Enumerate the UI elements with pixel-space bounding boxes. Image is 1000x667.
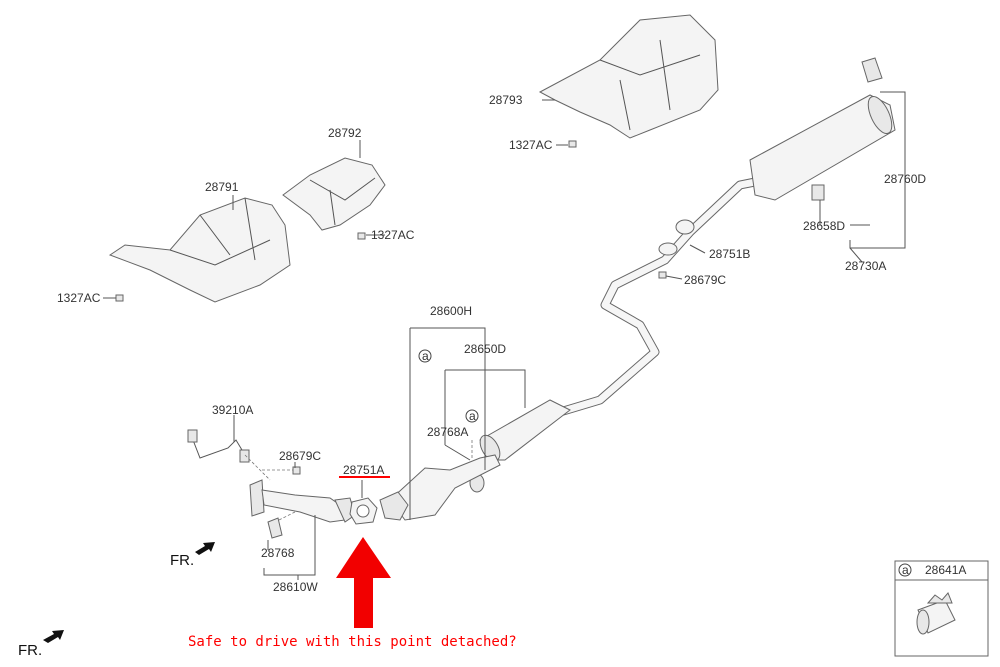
label-28600h: 28600H bbox=[430, 304, 472, 318]
heat-shield-center bbox=[282, 157, 386, 231]
rear-muffler bbox=[749, 57, 896, 201]
label-28650d: 28650D bbox=[464, 342, 506, 356]
label-28751b: 28751B bbox=[709, 247, 750, 261]
label-28760d: 28760D bbox=[884, 172, 926, 186]
label-1327ac-front: 1327AC bbox=[57, 291, 101, 305]
ref-marker-a-2: a bbox=[469, 409, 476, 423]
label-1327ac-rear: 1327AC bbox=[509, 138, 553, 152]
catalytic-converter bbox=[379, 454, 501, 521]
label-28679c-front: 28679C bbox=[279, 449, 321, 463]
exhaust-pipe bbox=[495, 175, 770, 460]
leader-lines bbox=[103, 91, 906, 580]
heat-shield-rear bbox=[538, 14, 719, 139]
gasket-rear bbox=[658, 219, 695, 256]
label-28768: 28768 bbox=[261, 546, 295, 560]
label-28679c-mid: 28679C bbox=[684, 273, 726, 287]
label-28658d: 28658D bbox=[803, 219, 845, 233]
label-28751a: 28751A bbox=[343, 463, 384, 477]
heat-shield-front bbox=[108, 197, 291, 303]
label-28768a: 28768A bbox=[427, 425, 468, 439]
label-28792: 28792 bbox=[328, 126, 362, 140]
label-28730a: 28730A bbox=[845, 259, 886, 273]
label-28793: 28793 bbox=[489, 93, 523, 107]
question-annotation: Safe to drive with this point detached? bbox=[188, 634, 517, 650]
label-1327ac-center: 1327AC bbox=[371, 228, 415, 242]
front-indicator-2: FR. bbox=[18, 642, 42, 659]
front-pipe bbox=[249, 479, 356, 539]
front-arrow-icon-2 bbox=[43, 630, 64, 643]
part-labels: 28793 1327AC 28792 28791 1327AC 1327AC 2… bbox=[18, 93, 966, 659]
gasket-front bbox=[349, 497, 378, 525]
label-39210a: 39210A bbox=[212, 403, 253, 417]
ref-marker-a-3: a bbox=[902, 563, 909, 577]
clamp-inset bbox=[894, 560, 989, 657]
oxygen-sensor bbox=[187, 429, 250, 463]
nut-icons bbox=[115, 140, 667, 475]
red-arrow bbox=[336, 537, 391, 628]
front-indicator: FR. bbox=[170, 552, 194, 569]
label-28610w: 28610W bbox=[273, 580, 318, 594]
front-arrow-icon bbox=[195, 542, 215, 555]
label-28791: 28791 bbox=[205, 180, 239, 194]
ref-marker-a-1: a bbox=[422, 349, 429, 363]
label-28641a: 28641A bbox=[925, 563, 966, 577]
